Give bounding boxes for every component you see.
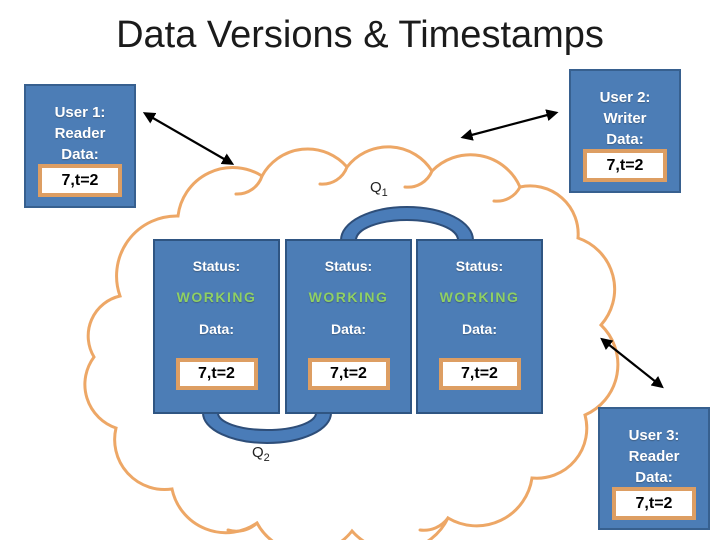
- arrow-user1-cloud: [142, 112, 235, 165]
- replica-node-3: Status: WORKING Data: 7,t=2: [416, 239, 543, 414]
- node3-status-label: Status:: [455, 258, 504, 274]
- queue1-label: Q1: [370, 180, 388, 201]
- user3-box: User 3: Reader Data: 7,t=2: [598, 407, 710, 530]
- slide-title: Data Versions & Timestamps: [116, 14, 604, 56]
- user3-data-label: Data:: [635, 469, 673, 486]
- node3-data-label: Data:: [461, 321, 497, 337]
- user3-data-value: 7,t=2: [612, 487, 696, 520]
- node1-status-label: Status:: [192, 258, 241, 274]
- node2-status-label: Status:: [324, 258, 373, 274]
- queue1-letter: Q: [370, 179, 382, 196]
- queue2-arc: [201, 412, 333, 444]
- node1-data-label: Data:: [198, 321, 234, 337]
- cloud-arc-tails: [226, 165, 522, 533]
- user1-role: Reader: [54, 125, 106, 142]
- user1-data-label: Data:: [61, 146, 99, 163]
- arrow-user3-cloud: [600, 337, 664, 389]
- node2-status-value: WORKING: [308, 289, 389, 305]
- user2-box: User 2: Writer Data: 7,t=2: [569, 69, 681, 193]
- queue2-label: Q2: [252, 445, 270, 466]
- user1-name: User 1:: [54, 104, 106, 121]
- arrow-user2-cloud: [460, 109, 559, 141]
- replica-node-1: Status: WORKING Data: 7,t=2: [153, 239, 280, 414]
- queue2-letter: Q: [252, 444, 264, 461]
- node1-status-value: WORKING: [176, 289, 257, 305]
- node3-data-value: 7,t=2: [438, 358, 521, 390]
- user3-name: User 3:: [628, 427, 680, 444]
- user2-name: User 2:: [599, 89, 651, 106]
- node2-data-value: 7,t=2: [307, 358, 390, 390]
- replica-node-2: Status: WORKING Data: 7,t=2: [285, 239, 412, 414]
- queue1-subscript: 1: [381, 187, 388, 199]
- cloud-outline: [83, 145, 620, 540]
- queue1-arc: [339, 206, 475, 241]
- user2-data-value: 7,t=2: [583, 149, 667, 182]
- queue2-subscript: 2: [263, 452, 270, 464]
- user1-data-value: 7,t=2: [38, 164, 122, 197]
- node2-data-label: Data:: [330, 321, 366, 337]
- user3-role: Reader: [628, 448, 680, 465]
- node3-status-value: WORKING: [439, 289, 520, 305]
- user2-role: Writer: [603, 110, 647, 127]
- user2-data-label: Data:: [606, 131, 644, 148]
- user1-box: User 1: Reader Data: 7,t=2: [24, 84, 136, 208]
- node1-data-value: 7,t=2: [175, 358, 258, 390]
